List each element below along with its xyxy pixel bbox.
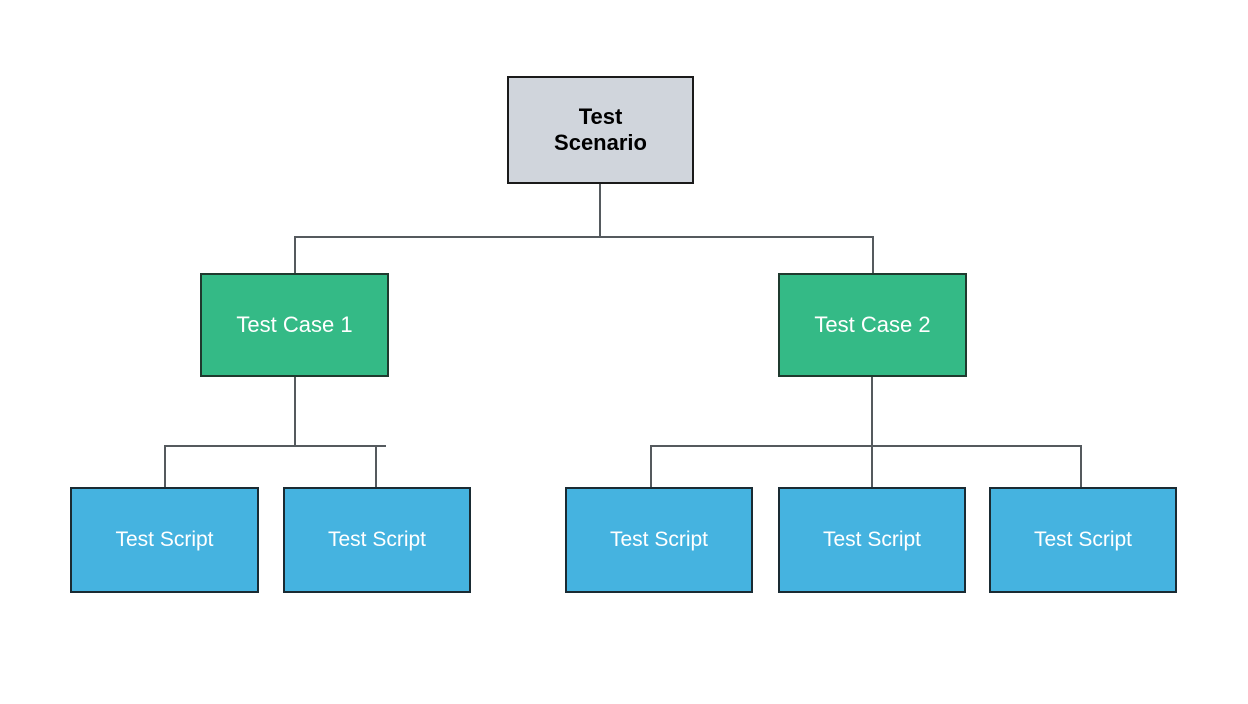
edge-case2-to-script3 bbox=[650, 445, 652, 488]
edge-root-stem bbox=[599, 184, 601, 238]
node-test-script-1-label: Test Script bbox=[115, 528, 214, 552]
node-test-script-2-label: Test Script bbox=[327, 528, 427, 552]
node-test-script-5-label: Test Script bbox=[1033, 528, 1133, 552]
node-test-script-3-label: Test Script bbox=[609, 528, 709, 552]
node-test-case-1-label: Test Case 1 bbox=[236, 311, 353, 337]
edge-case1-to-script1 bbox=[164, 445, 166, 488]
node-test-script-2[interactable]: Test Script bbox=[283, 487, 471, 593]
node-test-case-1[interactable]: Test Case 1 bbox=[200, 273, 389, 377]
node-test-script-3[interactable]: Test Script bbox=[565, 487, 753, 593]
edge-root-to-case2 bbox=[872, 236, 874, 274]
node-test-scenario[interactable]: Test Scenario bbox=[507, 76, 694, 184]
node-test-case-2-label: Test Case 2 bbox=[814, 311, 931, 337]
edge-case1-bus bbox=[164, 445, 386, 447]
node-test-script-4[interactable]: Test Script bbox=[778, 487, 966, 593]
node-test-case-2[interactable]: Test Case 2 bbox=[778, 273, 967, 377]
node-test-script-1[interactable]: Test Script bbox=[70, 487, 259, 593]
edge-case1-stem bbox=[294, 377, 296, 447]
node-test-script-4-label: Test Script bbox=[822, 528, 922, 552]
node-test-script-5[interactable]: Test Script bbox=[989, 487, 1177, 593]
edge-case2-stem bbox=[871, 377, 873, 488]
edge-case1-to-script2 bbox=[375, 445, 377, 488]
edge-root-to-case1 bbox=[294, 236, 296, 274]
edge-case2-to-script5 bbox=[1080, 445, 1082, 488]
edge-case2-bus bbox=[650, 445, 1081, 447]
node-test-scenario-label: Test Scenario bbox=[554, 103, 647, 155]
edge-root-bus bbox=[294, 236, 874, 238]
